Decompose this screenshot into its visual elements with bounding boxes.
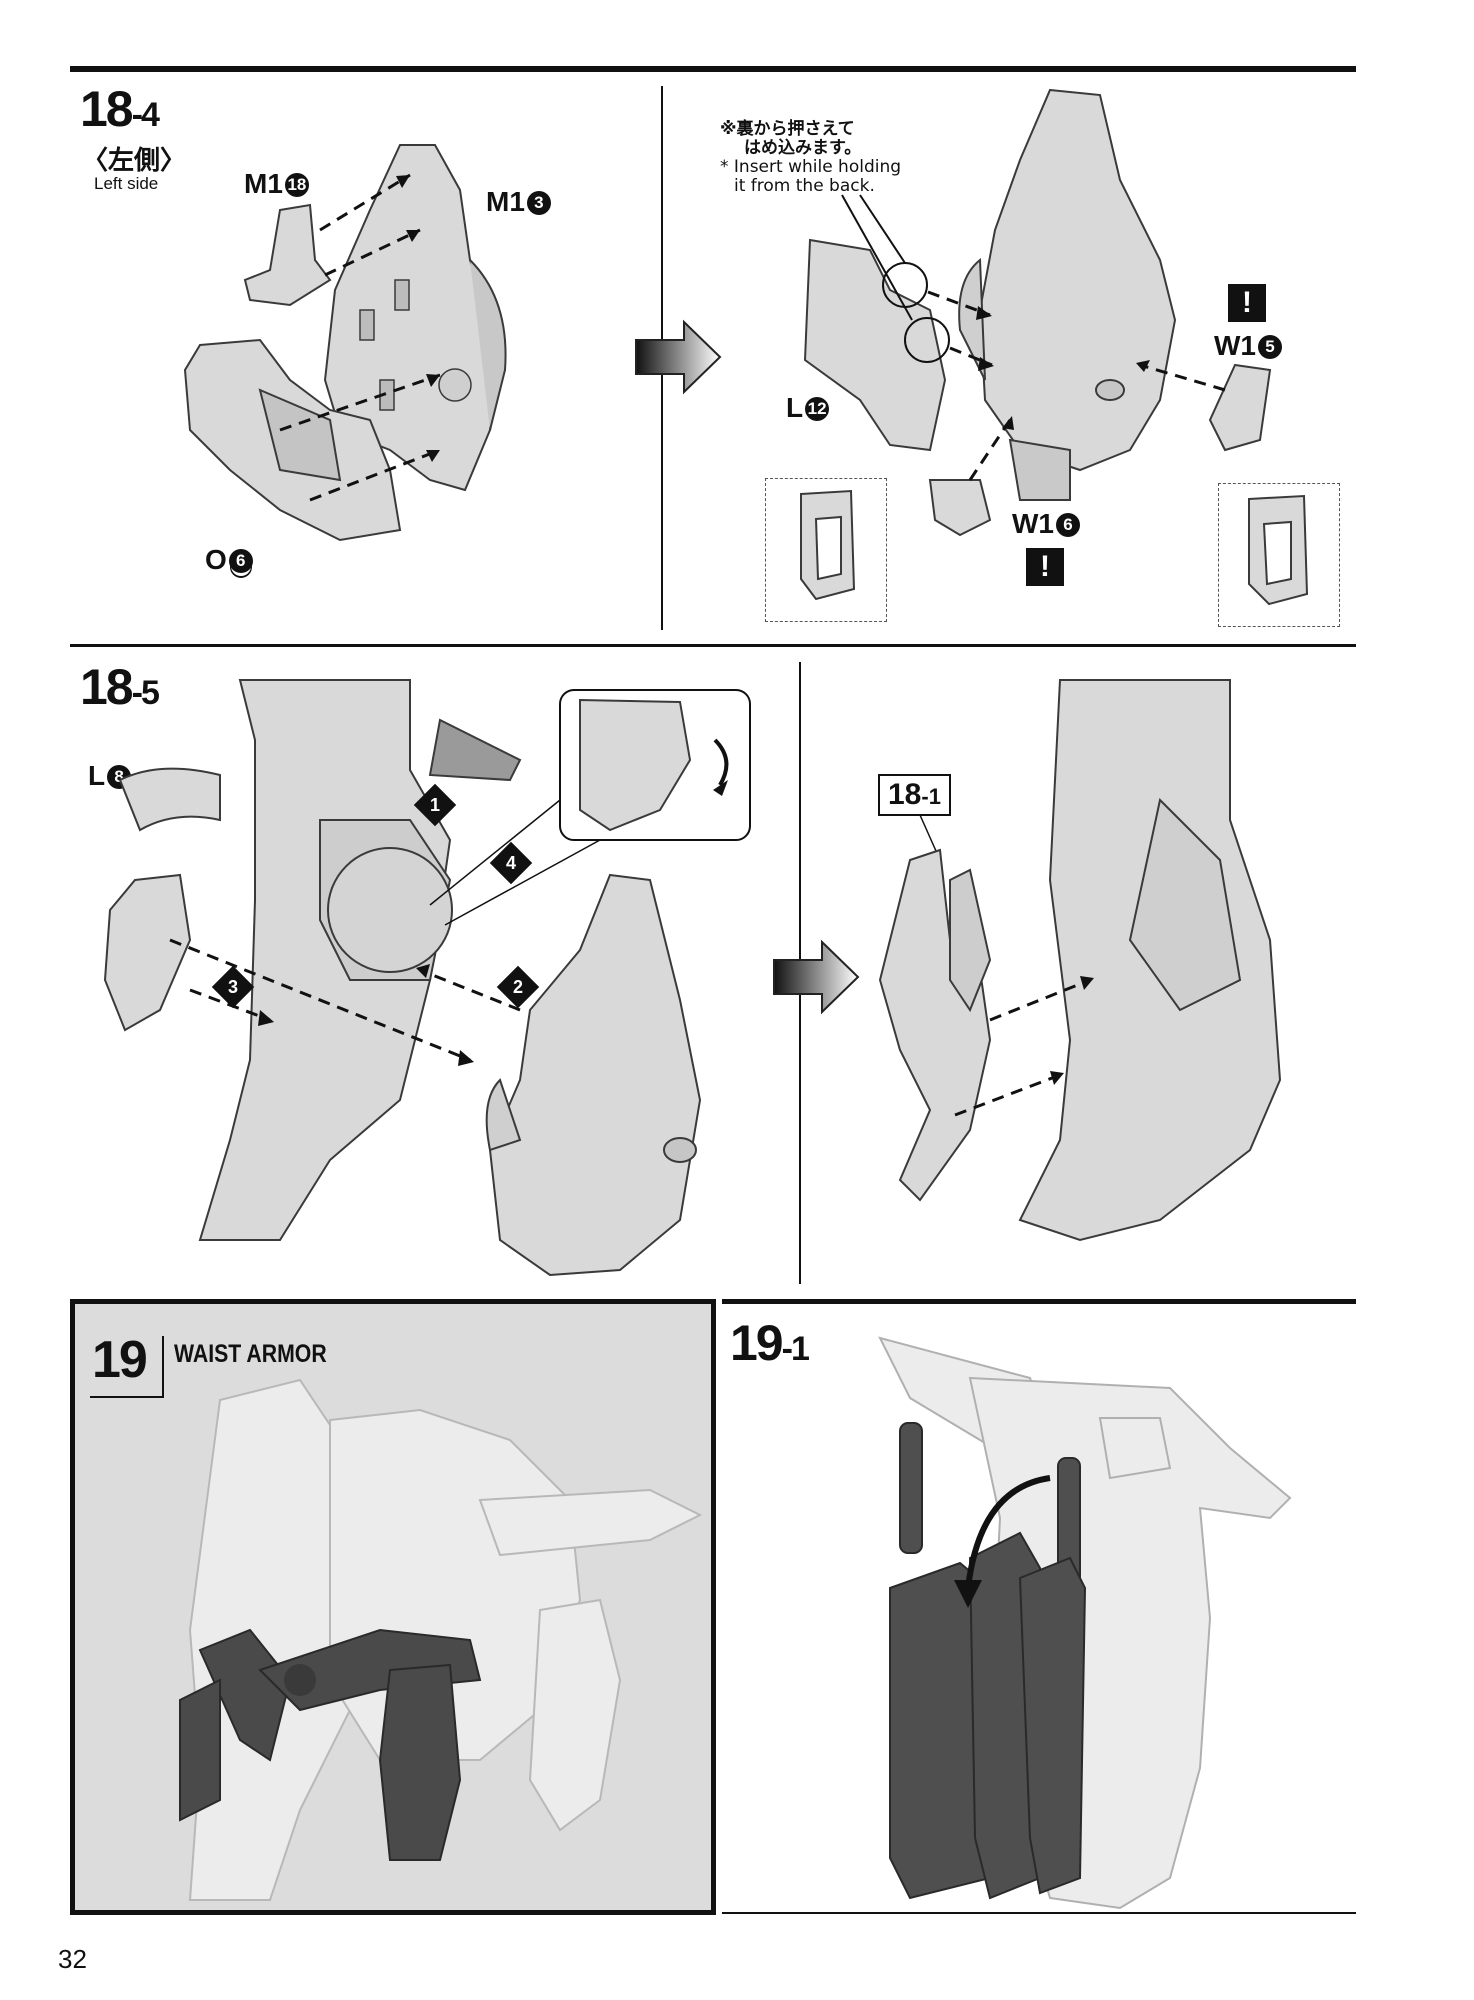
step-19-render xyxy=(179,1378,703,1901)
step-19-number-box xyxy=(90,1336,164,1398)
rule-18-5 xyxy=(70,644,1356,647)
top-rule xyxy=(70,66,1356,72)
detail-box-left xyxy=(765,478,887,622)
reference-step-18-1: 18-1 xyxy=(878,774,951,816)
step-18-5-result xyxy=(878,679,1282,1242)
warning-icon-w1-6: ! xyxy=(1026,548,1064,586)
order-mark-3-label: 3 xyxy=(227,977,238,997)
step-arrow-right xyxy=(635,319,722,395)
step-19-1-render xyxy=(878,1336,1292,1910)
bottom-rule xyxy=(722,1912,1356,1914)
step-18-5-number: 18-5 xyxy=(80,659,160,715)
warning-icon-w1-5: ! xyxy=(1228,284,1266,322)
step-arrow-right-2 xyxy=(773,939,860,1015)
side-label-jp: 〈左側〉 xyxy=(82,146,187,176)
order-mark-4-label: 4 xyxy=(505,853,516,873)
step-18-5-leg-assembly xyxy=(103,679,751,1277)
step-19-number: 19 xyxy=(92,1331,148,1389)
step-19-1-number: 19-1 xyxy=(730,1315,810,1371)
step-18-4-number: 18-4 xyxy=(80,81,160,137)
step-19-title: WAIST ARMOR xyxy=(174,1340,327,1368)
insert-note: ※裏から押さえて はめ込みます。 * Insert while holding … xyxy=(720,119,902,196)
side-label-en: Left side xyxy=(94,174,159,193)
page-number: 32 xyxy=(58,1944,87,1974)
order-mark-2-label: 2 xyxy=(512,977,523,997)
step-18-4-exploded-parts xyxy=(183,144,507,542)
step-18-4-assembly xyxy=(803,88,1272,537)
rule-19-1 xyxy=(722,1299,1356,1304)
order-mark-1-label: 1 xyxy=(429,795,440,815)
detail-box-right xyxy=(1218,483,1340,627)
